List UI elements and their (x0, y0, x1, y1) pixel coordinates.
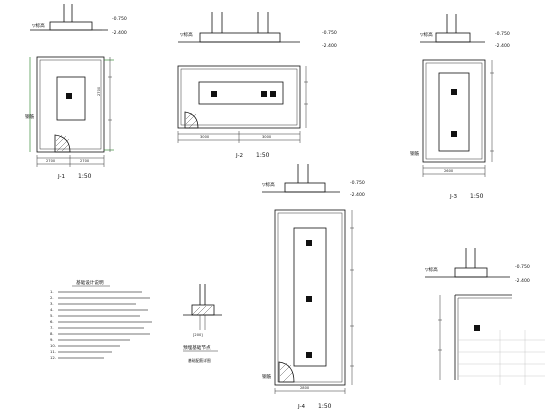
svg-text:钢筋: 钢筋 (262, 373, 272, 380)
j5-elevation: ▽标高 -0.750 -2.400 (425, 248, 530, 284)
j2-elevation: ▽标高 -0.750 -2.400 (178, 12, 337, 49)
note-item: 5. (50, 313, 54, 318)
note-item: 7. (50, 325, 54, 330)
detail-subcaption: 基础配筋详图 (188, 358, 211, 363)
j1-title: J-1 (57, 174, 65, 180)
foundation-j2: ▽标高 -0.750 -2.400 3000 (177, 12, 337, 159)
j4-top-elev: -0.750 (350, 180, 365, 186)
j5-bot-elev: -2.400 (515, 278, 530, 284)
j3-scale: 1:50 (470, 193, 484, 200)
embedded-detail: [200] 预埋基础节点 基础配筋详图 (183, 284, 222, 363)
svg-text:3000: 3000 (200, 135, 210, 139)
j4-plan: 2800 钢筋 J-4 1:50 (262, 209, 354, 410)
j3-bot-elev: -2.400 (495, 43, 510, 49)
note-item: 4. (50, 307, 54, 312)
foundation-j4: ▽标高 -0.750 -2.400 2800 (262, 164, 365, 410)
j1-bot-elev: -2.400 (112, 30, 127, 36)
svg-text:3000: 3000 (262, 135, 272, 139)
svg-text:钢筋: 钢筋 (25, 113, 35, 120)
j3-plan: 2600 钢筋 J-3 1:50 (410, 59, 494, 200)
svg-text:▽标高: ▽标高 (425, 266, 438, 273)
svg-text:2600: 2600 (444, 169, 454, 173)
j5-plan (438, 294, 545, 385)
notes-items: 1. 2. 3. 4. 5. 6. 7. 8. 9. 10. 11. 12. (50, 289, 56, 360)
j4-title: J-4 (297, 404, 305, 410)
note-item: 10. (50, 343, 56, 348)
detail-label: [200] (193, 333, 203, 337)
note-item: 11. (50, 349, 56, 354)
svg-text:▽标高: ▽标高 (262, 181, 275, 188)
j2-scale: 1:50 (256, 152, 270, 159)
j3-top-elev: -0.750 (495, 31, 510, 37)
j4-scale: 1:50 (318, 403, 332, 410)
note-item: 8. (50, 331, 54, 336)
foundation-j5: ▽标高 -0.750 -2.400 (425, 248, 545, 385)
foundation-j1: ▽标高 -0.750 -2.400 2700 钢筋 (25, 4, 127, 180)
j4-bot-elev: -2.400 (350, 192, 365, 198)
svg-text:▽标高: ▽标高 (180, 31, 193, 38)
j2-top-elev: -0.750 (322, 30, 337, 36)
note-item: 3. (50, 301, 54, 306)
foundation-j3: ▽标高 -0.750 -2.400 2600 钢筋 J-3 1:50 (410, 14, 510, 200)
j1-dim-left: 2700 (46, 159, 56, 163)
j2-plan: 3000 3000 J-2 1:50 (177, 65, 308, 159)
svg-text:2800: 2800 (300, 386, 310, 390)
note-item: 1. (50, 289, 54, 294)
j1-scale: 1:50 (78, 173, 92, 180)
note-item: 12. (50, 355, 56, 360)
svg-text:钢筋: 钢筋 (410, 150, 420, 157)
j5-top-elev: -0.750 (515, 264, 530, 270)
detail-caption: 预埋基础节点 (183, 344, 211, 351)
j1-elevation: ▽标高 -0.750 -2.400 (30, 4, 127, 36)
svg-text:▽标高: ▽标高 (420, 31, 433, 38)
note-item: 9. (50, 337, 54, 342)
svg-text:▽标高: ▽标高 (32, 22, 45, 29)
notes-heading: 基础设计说明 (76, 279, 104, 286)
note-item: 6. (50, 319, 54, 324)
note-item: 2. (50, 295, 54, 300)
j2-title: J-2 (235, 153, 243, 159)
j4-elevation: ▽标高 -0.750 -2.400 (262, 164, 365, 198)
design-notes: 基础设计说明 1. 2. 3. 4. 5. 6. 7. 8. 9. 10. 11… (50, 279, 152, 360)
j1-dim-right: 2700 (80, 159, 90, 163)
j3-elevation: ▽标高 -0.750 -2.400 (420, 14, 510, 49)
j1-top-elev: -0.750 (112, 16, 127, 22)
j2-bot-elev: -2.400 (322, 43, 337, 49)
j3-title: J-3 (449, 194, 457, 200)
j1-plan: 2700 钢筋 2700 2700 J-1 1:50 (25, 56, 114, 180)
svg-text:2700: 2700 (97, 86, 101, 96)
